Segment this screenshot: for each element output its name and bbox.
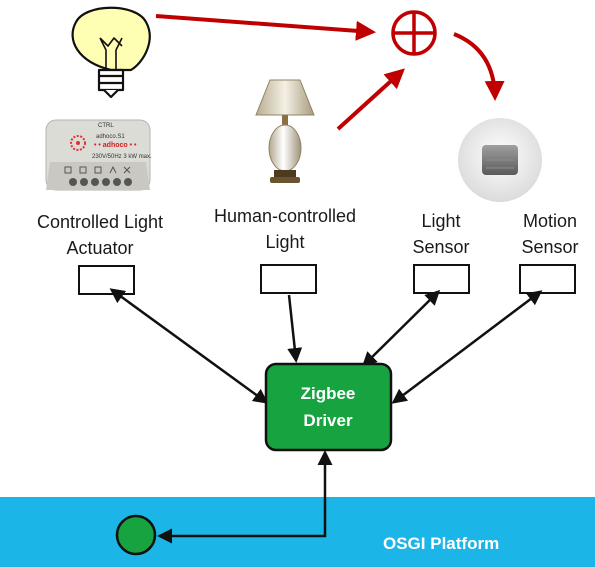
arrow-driver-service — [157, 450, 333, 544]
zigbee-driver-label-line2: Driver — [303, 411, 353, 430]
zigbee-driver-box — [264, 362, 393, 452]
arrow-human-light-driver — [287, 294, 303, 363]
light-sensor-device-box — [413, 264, 470, 294]
osgi-platform-label: OSGI Platform — [383, 534, 499, 553]
red-arrow-lamp-to-adder — [336, 68, 405, 131]
service-dot-icon — [115, 514, 157, 556]
human-light-label-line2: Light — [265, 232, 304, 252]
red-arrow-bulb-to-adder — [155, 14, 376, 41]
light-sensor-label-line2: Sensor — [412, 237, 469, 257]
human-light-device-box — [260, 264, 317, 294]
arrow-motion-sensor-driver — [391, 290, 543, 404]
lightbulb-icon — [71, 6, 151, 99]
zigbee-driver-label-line1: Zigbee — [301, 384, 356, 403]
red-arrow-group — [155, 14, 505, 131]
arrow-light-sensor-driver — [361, 289, 441, 368]
light-sensor-label-line1: Light — [421, 211, 460, 231]
motion-sensor-label-line2: Sensor — [521, 237, 578, 257]
actuator-rating-text: 230V/50Hz 3 kW max. — [92, 154, 152, 160]
motion-sensor-device-box — [519, 264, 576, 294]
motion-sensor-icon — [458, 118, 542, 202]
table-lamp-icon — [255, 79, 315, 183]
circle-plus-icon — [391, 10, 437, 56]
human-light-label-line1: Human-controlled — [214, 206, 356, 226]
osgi-platform-band — [0, 497, 595, 567]
actuator-label-line1: Controlled Light — [37, 212, 163, 232]
red-arrow-adder-to-motion — [453, 32, 505, 101]
actuator-brand-text: • • adhoco • • — [94, 142, 137, 149]
actuator-tag-text: CTRL — [98, 123, 114, 129]
actuator-model-text: adhoco.S1 — [96, 134, 125, 140]
arrow-actuator-driver — [109, 288, 269, 404]
light-actuator-icon: CTRL adhoco.S1 • • adhoco • • 230V/50Hz … — [45, 119, 152, 191]
actuator-device-box — [78, 265, 135, 295]
actuator-label-line2: Actuator — [66, 238, 133, 258]
motion-sensor-label-line1: Motion — [523, 211, 577, 231]
